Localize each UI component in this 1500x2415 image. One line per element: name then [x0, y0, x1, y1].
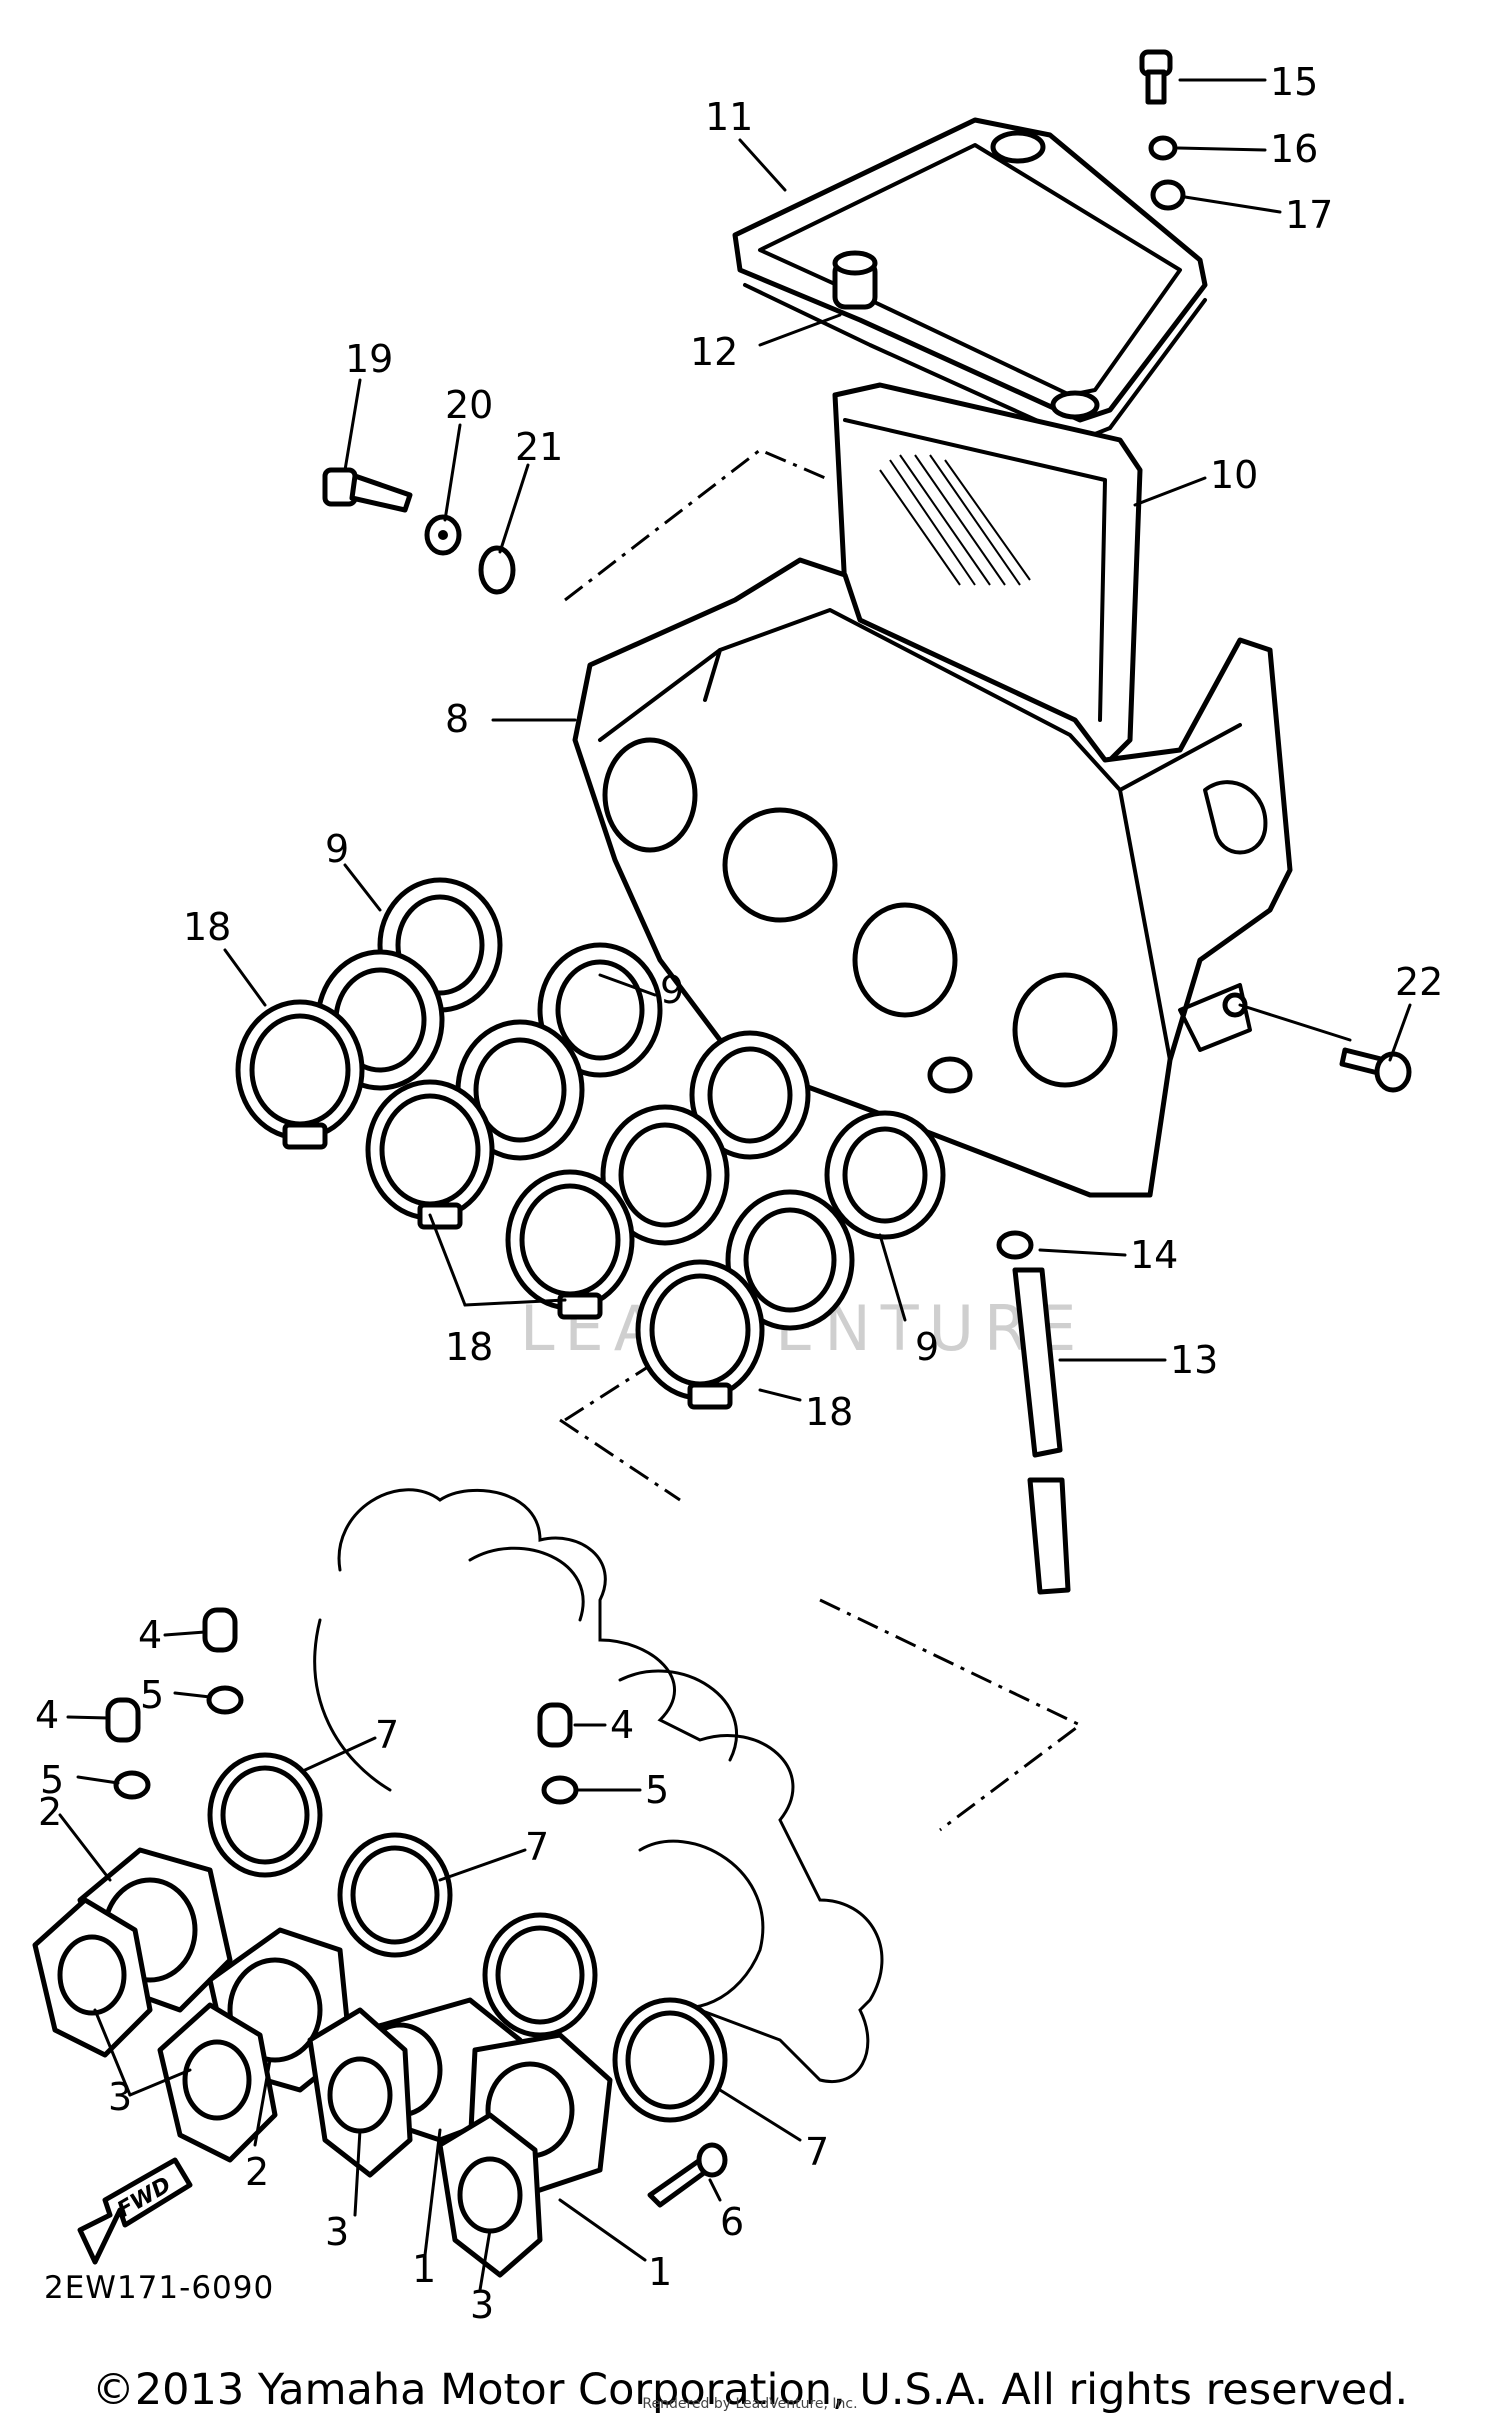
callout-6: 6 [720, 2200, 744, 2244]
callout-7b: 7 [525, 1825, 549, 1869]
callout-18c: 18 [805, 1390, 853, 1434]
carburetor-outline [313, 1488, 884, 2083]
part-15-screw [1139, 49, 1173, 105]
callout-4a: 4 [138, 1613, 162, 1657]
part-6-screw [647, 2142, 728, 2208]
callout-13: 13 [1170, 1338, 1218, 1382]
callout-3a: 3 [108, 2075, 132, 2119]
callout-9b: 9 [660, 968, 684, 1012]
callout-14: 14 [1130, 1233, 1178, 1277]
callout-7c: 7 [805, 2130, 829, 2174]
callout-7a: 7 [375, 1713, 399, 1757]
document-code: 2EW171-6090 [44, 2270, 275, 2306]
callout-3c: 3 [470, 2283, 494, 2327]
part-18-clamps [235, 999, 765, 1410]
callout-3b: 3 [325, 2210, 349, 2254]
callout-2a: 2 [38, 1790, 62, 1834]
callout-17: 17 [1285, 193, 1333, 237]
part-17-grommet [1150, 179, 1186, 211]
callout-12: 12 [690, 330, 738, 374]
part-4-caps [105, 1607, 573, 1748]
callout-5c: 5 [645, 1768, 669, 1812]
callout-numbers: 15 16 17 11 12 10 8 19 20 21 9 9 9 18 18… [35, 60, 1443, 2327]
part-21-damper [478, 545, 516, 595]
callout-9c: 9 [915, 1325, 939, 1369]
rendered-by-note: Rendered by LeadVenture, Inc. [642, 2396, 858, 2412]
part-22-screw [1339, 1047, 1412, 1093]
fwd-arrow: FWD [77, 2157, 193, 2265]
callout-9a: 9 [325, 827, 349, 871]
part-11-case-cover [732, 117, 1208, 423]
callout-4c: 4 [610, 1703, 634, 1747]
part-9-joints [315, 877, 946, 1331]
callout-4b: 4 [35, 1693, 59, 1737]
callout-1b: 1 [648, 2250, 672, 2294]
part-10-filter-element [832, 382, 1143, 768]
part-7-clamps [207, 1752, 728, 2123]
callout-16: 16 [1270, 127, 1318, 171]
callout-1a: 1 [412, 2247, 436, 2291]
callout-20: 20 [445, 383, 493, 427]
callout-2b: 2 [245, 2150, 269, 2194]
part-19-bolt [322, 467, 413, 513]
callout-21: 21 [515, 425, 563, 469]
copyright-notice: ©2013 Yamaha Motor Corporation, U.S.A. A… [91, 2365, 1409, 2415]
callout-5a: 5 [140, 1673, 164, 1717]
callout-22: 22 [1395, 960, 1443, 1004]
callout-15: 15 [1270, 60, 1318, 104]
part-16-washer [1148, 135, 1178, 161]
callout-18b: 18 [445, 1325, 493, 1369]
part-8-filter-case [572, 557, 1293, 1198]
part-14-clip [996, 1230, 1034, 1260]
callout-18a: 18 [183, 905, 231, 949]
callout-11: 11 [705, 95, 753, 139]
part-3-gaskets [32, 1897, 543, 2278]
callout-8: 8 [445, 697, 469, 741]
callout-19: 19 [345, 337, 393, 381]
leader-lines [58, 78, 1412, 2292]
part-20-washer [424, 514, 462, 556]
callout-10: 10 [1210, 453, 1258, 497]
part-5-clips [113, 1685, 579, 1805]
callout-5b: 5 [40, 1758, 64, 1802]
part-13-hose [1012, 1267, 1071, 1595]
